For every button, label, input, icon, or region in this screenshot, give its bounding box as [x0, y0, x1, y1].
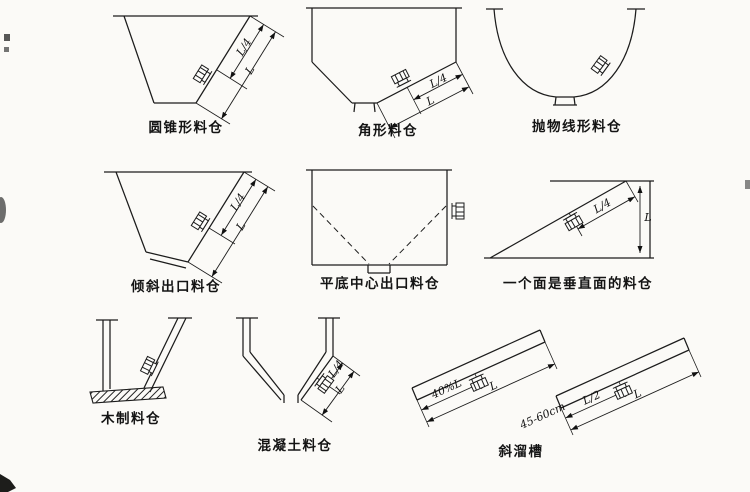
vibrator-icon	[190, 211, 211, 233]
conical-hopper-outline	[113, 15, 258, 104]
dim-label-full: L	[332, 382, 347, 396]
vibrator-icon	[612, 381, 633, 400]
dim-label-full: L	[643, 211, 651, 224]
angular-hopper-diagram: L/4 L 角形料仓	[306, 7, 474, 139]
caption-vertical-face: 一个面是垂直面的料仓	[503, 275, 653, 291]
dimension-line-full-right	[570, 371, 700, 431]
wooden-hopper-diagram: 木制料仓	[89, 317, 192, 426]
caption-parabolic: 抛物线形料仓	[532, 118, 622, 134]
scan-artifact	[4, 47, 9, 52]
dimension-line-full	[321, 371, 355, 416]
dimension-line-full-left	[426, 363, 556, 423]
flat-bottom-hopper-diagram: 平底中心出口料仓	[306, 169, 465, 291]
dimension-line-quarter	[577, 196, 636, 230]
dim-label-full: L	[423, 93, 436, 108]
concrete-hopper-diagram: L/4 L 混凝土料仓	[236, 317, 361, 453]
vibrator-icon	[468, 373, 489, 392]
vibrator-icon	[140, 355, 159, 377]
caption-inclined-outlet: 倾斜出口料仓	[130, 278, 221, 294]
parabolic-hopper-diagram: 抛物线形料仓	[486, 8, 645, 134]
caption-conical: 圆锥形料仓	[149, 119, 224, 135]
dim-label-full-right: L	[631, 386, 644, 401]
dim-label-quarter: L/4	[427, 71, 450, 91]
vibrator-icon	[390, 68, 412, 88]
dim-label-full: L	[242, 64, 257, 78]
conical-hopper-diagram: L/4 L 圆锥形料仓	[113, 15, 285, 135]
parabolic-hopper-outline	[486, 8, 645, 106]
caption-wooden: 木制料仓	[100, 410, 161, 426]
vertical-face-outline	[484, 180, 654, 259]
dim-label-full-left: L	[487, 378, 500, 393]
caption-concrete: 混凝土料仓	[258, 437, 333, 453]
scan-artifact	[0, 197, 6, 223]
vibrator-icon	[451, 202, 465, 220]
scan-artifacts	[0, 34, 750, 492]
inclined-outlet-outline	[104, 171, 252, 269]
wooden-chute-hatched-board	[89, 386, 167, 404]
chute-outlines	[411, 329, 690, 409]
scan-artifact	[4, 34, 10, 41]
caption-chute: 斜溜槽	[498, 443, 544, 459]
dimension-line-full	[221, 31, 276, 120]
dim-label-quarter: L/4	[233, 36, 254, 59]
dimension-line-full	[211, 186, 269, 278]
angular-hopper-outline	[306, 7, 462, 113]
dimension-line-full	[389, 86, 470, 129]
inclined-chute-diagram: 40%L L L/2 L 45-60cm 斜溜槽	[411, 329, 702, 459]
vibrator-icon	[590, 55, 611, 77]
flat-bottom-outline	[306, 169, 452, 274]
caption-angular: 角形料仓	[358, 122, 418, 138]
caption-flat-bottom: 平底中心出口料仓	[320, 275, 440, 291]
internal-hopper-dashed-lines	[312, 205, 447, 265]
inclined-outlet-hopper-diagram: L/4 L 倾斜出口料仓	[104, 171, 276, 294]
dim-label-40pct: 40%L	[428, 376, 463, 401]
vertical-face-hopper-diagram: L/4 L 一个面是垂直面的料仓	[484, 180, 654, 291]
dim-label-spacing: 45-60cm	[517, 400, 567, 432]
scan-artifact	[745, 180, 750, 189]
wooden-hopper-outline	[96, 317, 192, 393]
scan-artifact	[0, 474, 16, 492]
